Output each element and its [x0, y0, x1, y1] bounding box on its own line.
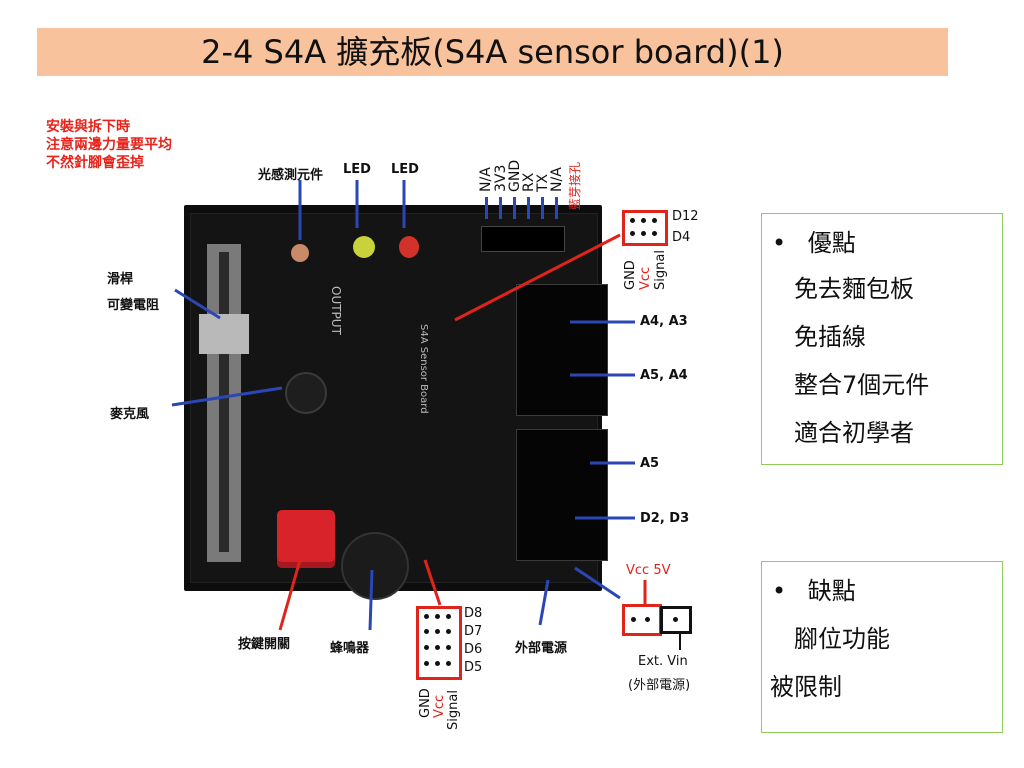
label-light-sensor: 光感測元件 [258, 168, 324, 183]
label-vcc5v: Vcc 5V [626, 563, 671, 578]
vcc5v-jumper-box [622, 604, 662, 636]
cons-title: 缺點 [807, 577, 856, 605]
label-led-1: LED [343, 162, 371, 177]
callout-line-d8d5 [423, 559, 442, 606]
right-header-box [622, 210, 668, 246]
ext-vin-jumper-box [660, 606, 692, 634]
callout-line-power [538, 579, 550, 626]
push-button-component [277, 510, 335, 568]
microphone-component [285, 372, 327, 414]
cons-item: 被限制 [770, 673, 842, 701]
slider-knob [199, 314, 249, 354]
label-led-2: LED [391, 162, 419, 177]
pros-item: 適合初學者 [794, 419, 914, 447]
cons-bullet: • [772, 577, 787, 605]
bt-pin-label: N/A [478, 167, 494, 192]
buzzer-component [341, 532, 409, 600]
bt-pin-stick [541, 197, 544, 219]
cons-title-row: • 缺點 [772, 572, 856, 610]
bt-pin-stick [485, 197, 488, 219]
connector-lower [516, 429, 608, 561]
callout-line-slider [174, 288, 221, 320]
callout-line-buzzer [368, 569, 374, 631]
pros-card: • 優點 免去麵包板 免插線 整合7個元件 適合初學者 [761, 213, 1003, 465]
label-microphone: 麥克風 [110, 407, 150, 422]
bottom-header-vcc: Vcc [432, 694, 447, 718]
label-buzzer: 蜂鳴器 [330, 641, 370, 656]
light-sensor-component [291, 244, 309, 262]
right-header-signal: Signal [653, 250, 668, 290]
callout-line-d12d4 [454, 233, 621, 322]
pros-title-row: • 優點 [772, 224, 856, 262]
pros-title: 優點 [807, 229, 856, 257]
warning-note: 安裝與拆下時 注意兩邊力量要平均 不然針腳會歪掉 [46, 118, 172, 172]
bottom-header-box [416, 606, 462, 680]
label-d7: D7 [464, 624, 483, 639]
label-a4a3: A4, A3 [640, 314, 688, 329]
label-d8: D8 [464, 606, 483, 621]
label-ext-vin: Ext. Vin [638, 654, 688, 669]
warning-line: 不然針腳會歪掉 [46, 155, 144, 171]
bt-note-label: 藍芽接孔 [568, 161, 582, 210]
pros-item: 免去麵包板 [794, 275, 914, 303]
bottom-header-gnd: GND [418, 688, 433, 718]
sensor-board-photo: S4A Sensor Board OUTPUT [184, 205, 608, 600]
label-d12: D12 [672, 209, 699, 224]
warning-line: 安裝與拆下時 [46, 119, 130, 135]
bt-pin-label: N/A [549, 167, 565, 192]
label-d2d3: D2, D3 [640, 511, 690, 526]
right-header-vcc: Vcc [638, 266, 653, 290]
slider-rail [207, 244, 241, 562]
label-d5: D5 [464, 660, 483, 675]
label-d4: D4 [672, 230, 691, 245]
pros-item: 整合7個元件 [794, 371, 930, 399]
bt-pin-stick [499, 197, 502, 219]
pros-bullet: • [772, 229, 787, 257]
label-a5a4: A5, A4 [640, 368, 688, 383]
label-d6: D6 [464, 642, 483, 657]
cons-card: • 缺點 腳位功能 被限制 [761, 561, 1003, 733]
bt-pin-stick [555, 197, 558, 219]
title-bar: 2-4 S4A 擴充板(S4A sensor board)(1) [37, 28, 948, 76]
connector-upper [516, 284, 608, 416]
bluetooth-header [481, 226, 565, 252]
label-slider: 滑桿 [107, 272, 134, 287]
bt-pin-stick [513, 197, 516, 219]
callout-line-ext [574, 566, 621, 600]
led-red [399, 236, 419, 258]
cons-item: 腳位功能 [794, 625, 890, 653]
label-a5: A5 [640, 456, 660, 471]
right-header-gnd: GND [623, 260, 638, 290]
pros-item: 免插線 [794, 323, 866, 351]
callout-line-mic [171, 386, 283, 407]
label-external-power: 外部電源 [515, 641, 568, 656]
page-title: 2-4 S4A 擴充板(S4A sensor board)(1) [201, 33, 784, 71]
label-ext-vin-sub: (外部電源) [628, 678, 691, 693]
led-yellow [353, 236, 375, 258]
callout-line-button [278, 559, 302, 631]
pcb: S4A Sensor Board OUTPUT [190, 213, 608, 600]
bt-pin-stick [527, 197, 530, 219]
warning-line: 注意兩邊力量要平均 [46, 137, 172, 153]
bottom-header-signal: Signal [446, 690, 461, 730]
label-variable-resistor: 可變電阻 [107, 298, 160, 313]
label-button: 按鍵開關 [238, 637, 291, 652]
